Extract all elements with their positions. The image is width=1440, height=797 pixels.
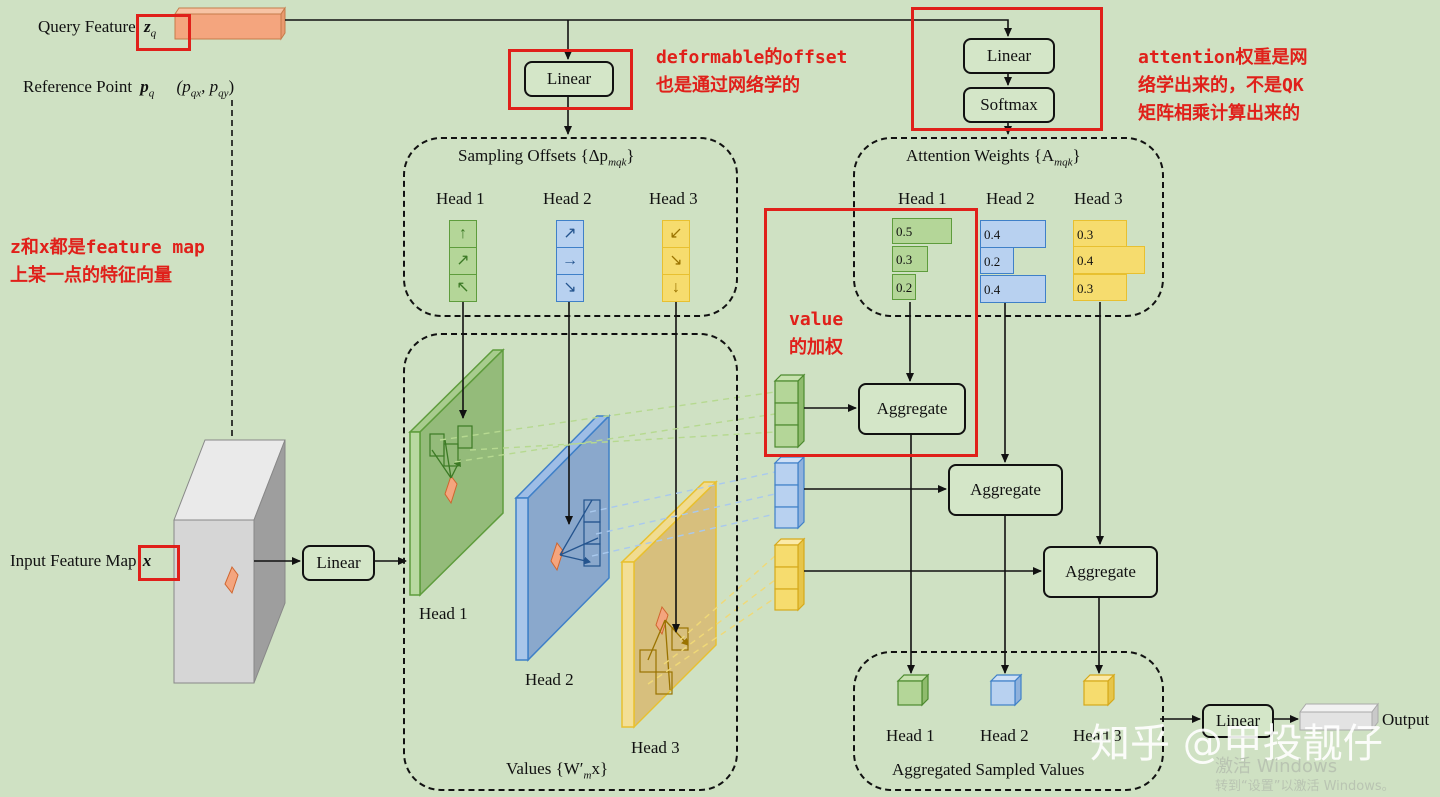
- attn-weight-head3-0: 0.3: [1073, 220, 1127, 247]
- aggregate-head3-box: Aggregate: [1043, 546, 1158, 598]
- arrow-upleft-icon: ↖: [449, 275, 477, 302]
- value-head1-label: Head 1: [419, 604, 468, 623]
- output-cube-head2: [989, 673, 1023, 707]
- values-group: [403, 333, 738, 791]
- attn-weight-head3-1: 0.4: [1073, 246, 1145, 274]
- attention-weights-title: Attention Weights {Amqk}: [906, 146, 1081, 169]
- aggregate-head2-box: Aggregate: [948, 464, 1063, 516]
- attn-head2-label: Head 2: [986, 189, 1035, 208]
- query-feature-vector: [174, 6, 286, 41]
- softmax-box: Softmax: [963, 87, 1055, 123]
- query-highlight: [136, 14, 191, 51]
- attn-head1-label: Head 1: [898, 189, 947, 208]
- sampled-stack-blue: [773, 455, 806, 530]
- attn-weight-head1-2: 0.2: [892, 274, 916, 300]
- input-feature-map-label: Input Feature Map x: [10, 551, 152, 570]
- linear-attention-box: Linear: [963, 38, 1055, 74]
- attention-annotation: attention权重是网 络学出来的，不是QK 矩阵相乘计算出来的: [1138, 47, 1308, 124]
- offset-annotation: deformable的offset 也是通过网络学的: [656, 47, 848, 96]
- value-map-head3: [620, 480, 718, 729]
- arrow-upright-icon: ↗: [449, 248, 477, 275]
- arrow-up-icon: ↑: [449, 220, 477, 248]
- sampling-offsets-title: Sampling Offsets {Δpmqk}: [458, 146, 635, 169]
- aggregated-title: Aggregated Sampled Values: [892, 760, 1085, 779]
- attn-weight-head3-2: 0.3: [1073, 274, 1127, 301]
- attn-weight-head1-0: 0.5: [892, 218, 952, 244]
- values-title: Values {W′mx}: [506, 759, 609, 782]
- windows-activation-notice: 激活 Windows 转到“设置”以激活 Windows。: [1215, 756, 1395, 794]
- sampling-offsets-group: [403, 137, 738, 317]
- arrow-right-icon: →: [556, 248, 584, 275]
- arrow-down-icon: ↓: [662, 275, 690, 302]
- offset-cells-head2: ↗ → ↘: [556, 220, 584, 302]
- linear-offsets-box: Linear: [524, 61, 614, 97]
- value-annotation: value 的加权: [789, 309, 844, 358]
- output-cube-head3: [1082, 673, 1116, 707]
- attn-head3-label: Head 3: [1074, 189, 1123, 208]
- agg-head2-label: Head 2: [980, 726, 1029, 745]
- attention-weights-group: [853, 137, 1164, 317]
- zhihu-watermark: 知乎 @甲投靓仔: [1090, 721, 1383, 767]
- offset-cells-head1: ↑ ↗ ↖: [449, 220, 477, 302]
- attn-weight-head2-0: 0.4: [980, 220, 1046, 248]
- linear-input-box: Linear: [302, 545, 375, 581]
- agg-head3-label: Head 3: [1073, 726, 1122, 745]
- aggregate-head1-box: Aggregate: [858, 383, 966, 435]
- query-feature-label: Query Feature zq: [38, 17, 157, 40]
- offset-head2-label: Head 2: [543, 189, 592, 208]
- linear-offset-highlight: [508, 49, 633, 110]
- output-cube-head1: [896, 673, 930, 707]
- output-label: Output: [1382, 710, 1430, 729]
- output-vector: [1299, 702, 1379, 732]
- attention-linear-highlight: [911, 7, 1103, 131]
- value-map-head1: [408, 348, 505, 597]
- value-weighting-highlight: [764, 208, 978, 457]
- arrow-downleft-icon: ↙: [662, 220, 690, 248]
- offset-cells-head3: ↙ ↘ ↓: [662, 220, 690, 302]
- aggregated-values-group: [853, 651, 1164, 791]
- input-feature-map-slab: [173, 439, 286, 684]
- linear-output-box: Linear: [1202, 704, 1274, 738]
- zx-annotation: z和x都是feature map 上某一点的特征向量: [10, 237, 205, 286]
- value-head3-label: Head 3: [631, 738, 680, 757]
- offset-head3-label: Head 3: [649, 189, 698, 208]
- sampled-stack-green: [773, 373, 806, 449]
- arrow-upright-icon: ↗: [556, 220, 584, 248]
- reference-point-label: Reference Point pq (pqx, pqy): [23, 77, 235, 100]
- attn-weight-head2-1: 0.2: [980, 247, 1014, 274]
- arrow-downright-icon: ↘: [662, 248, 690, 275]
- input-x-highlight: [138, 545, 180, 581]
- arrow-downright-icon: ↘: [556, 275, 584, 302]
- agg-head1-label: Head 1: [886, 726, 935, 745]
- attn-weight-head2-2: 0.4: [980, 275, 1046, 303]
- attn-weight-head1-1: 0.3: [892, 246, 928, 272]
- offset-head1-label: Head 1: [436, 189, 485, 208]
- sampled-stack-yellow: [773, 537, 806, 612]
- value-head2-label: Head 2: [525, 670, 574, 689]
